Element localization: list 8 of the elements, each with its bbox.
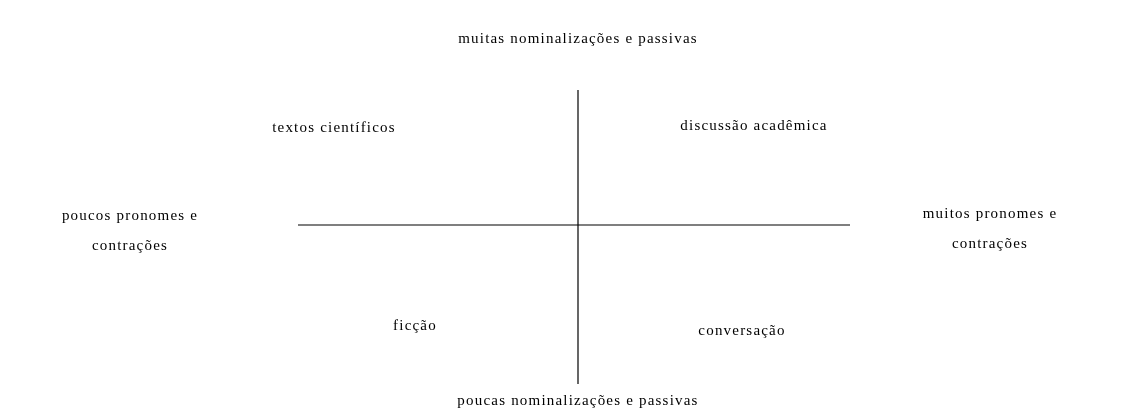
axis-label: muitos pronomes e contrações (921, 204, 1059, 253)
quadrant-label: textos científicos (272, 118, 396, 137)
axis-label: poucos pronomes e contrações (60, 206, 200, 255)
axis-label: poucas nominalizações e passivas (457, 391, 699, 410)
quadrant-label: conversação (698, 321, 786, 340)
quadrant-label: ficção (393, 316, 437, 335)
quadrant-label: discussão acadêmica (680, 116, 828, 135)
axis-label: muitas nominalizações e passivas (458, 29, 698, 48)
